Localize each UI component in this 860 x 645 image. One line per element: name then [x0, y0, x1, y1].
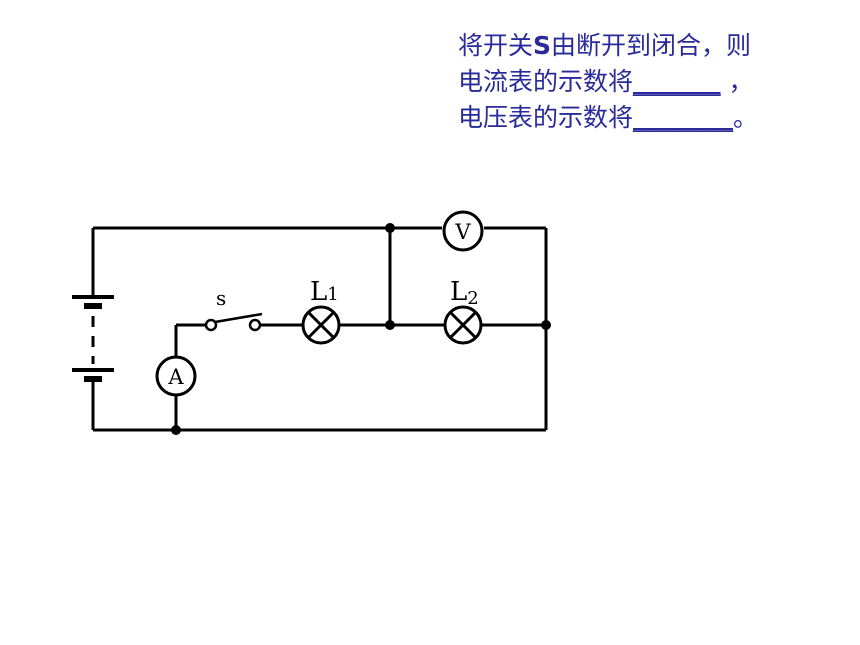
lamp-l1-letter: L — [310, 277, 327, 307]
ammeter-icon: A — [155, 355, 197, 397]
question-line-2: 电流表的示数将_______ ， — [458, 64, 758, 100]
switch-label: s — [216, 286, 226, 310]
ammeter-symbol: A — [167, 365, 184, 389]
lamp-l2-letter: L — [450, 277, 467, 307]
lamp-l1-label: L1 — [310, 277, 339, 307]
lamp-l2-subscript: 2 — [467, 288, 478, 309]
question-line-1: 将开关S由断开到闭合，则 — [458, 28, 758, 64]
junction-dot-bottom — [171, 425, 181, 435]
question-line-1-start: 将开关 — [458, 31, 534, 60]
battery-icon — [72, 295, 114, 382]
voltmeter-icon: V — [442, 210, 484, 252]
question-line-2-end: ， — [720, 67, 754, 96]
junction-dot-middle — [385, 320, 395, 330]
junction-dot-top — [385, 223, 395, 233]
ammeter-question-text: 电流表的示数将 — [458, 67, 634, 96]
lamp-l2-label: L2 — [450, 277, 479, 309]
junction-dot-right — [541, 320, 551, 330]
switch-icon — [204, 312, 263, 332]
question-line-3-end: 。 — [733, 103, 759, 132]
lamp-l1-subscript: 1 — [327, 284, 338, 305]
switch-name-text: S — [533, 31, 552, 60]
junction-dots — [171, 223, 551, 435]
question-text: 将开关S由断开到闭合，则 电流表的示数将_______ ， 电压表的示数将___… — [458, 28, 758, 136]
lamp-l1-icon — [301, 305, 341, 345]
question-line-1-end: 由断开到闭合，则 — [551, 31, 752, 60]
lamp-l2-icon — [443, 305, 483, 345]
voltmeter-symbol: V — [454, 220, 471, 244]
question-line-3: 电压表的示数将________。 — [458, 100, 758, 136]
voltmeter-question-text: 电压表的示数将 — [458, 103, 634, 132]
circuit-wires — [91, 226, 548, 432]
voltmeter-answer-blank: ________ — [633, 103, 734, 132]
ammeter-answer-blank: _______ — [633, 67, 721, 96]
